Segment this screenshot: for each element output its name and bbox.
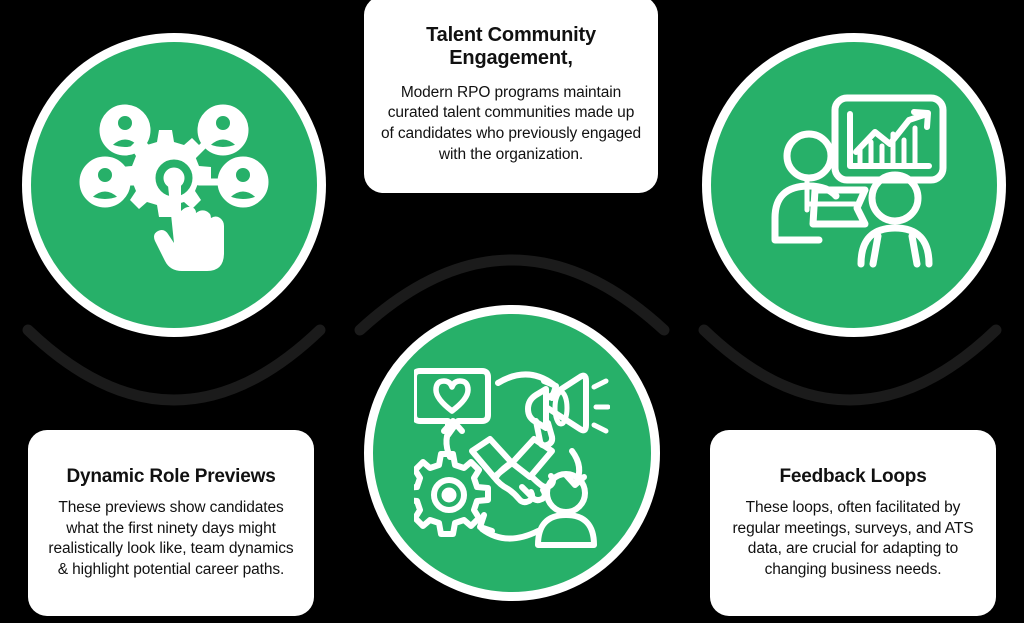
card-body: These loops, often facilitated by regula… — [732, 498, 974, 578]
cycle-arrows — [441, 371, 587, 542]
person-node-left — [79, 156, 131, 208]
gear-network-hand-icon — [79, 104, 269, 271]
presentation-chart-people-icon — [771, 94, 946, 267]
card-body: Modern RPO programs maintain curated tal… — [380, 83, 642, 163]
card-title: Talent Community Engagement, — [426, 23, 596, 70]
person-node-top-right — [197, 104, 249, 156]
arc-left — [22, 324, 326, 406]
card-feedback-loops[interactable]: Feedback Loops These loops, often facili… — [710, 430, 996, 616]
audience-person — [857, 171, 932, 267]
arc-right — [698, 324, 1002, 406]
chart-board — [831, 94, 946, 183]
feedback-cycle-handshake-icon — [414, 368, 610, 548]
person-node-right — [217, 156, 269, 208]
handshake-icon — [469, 436, 556, 506]
node-role-preview-node[interactable] — [22, 33, 326, 337]
card-talent-community-engagement[interactable]: Talent Community Engagement, Modern RPO … — [364, 0, 658, 193]
megaphone-icon — [525, 372, 610, 449]
node-feedback-loop-node[interactable] — [364, 305, 660, 601]
card-title: Feedback Loops — [779, 465, 927, 487]
node-talent-community-node[interactable] — [702, 33, 1006, 337]
card-dynamic-role-previews[interactable]: Dynamic Role Previews These previews sho… — [28, 430, 314, 616]
card-body: These previews show candidates what the … — [48, 498, 294, 578]
card-title: Dynamic Role Previews — [66, 465, 276, 487]
pointing-hand — [154, 170, 224, 271]
presenter-person — [771, 130, 868, 243]
gear-icon — [414, 451, 491, 537]
